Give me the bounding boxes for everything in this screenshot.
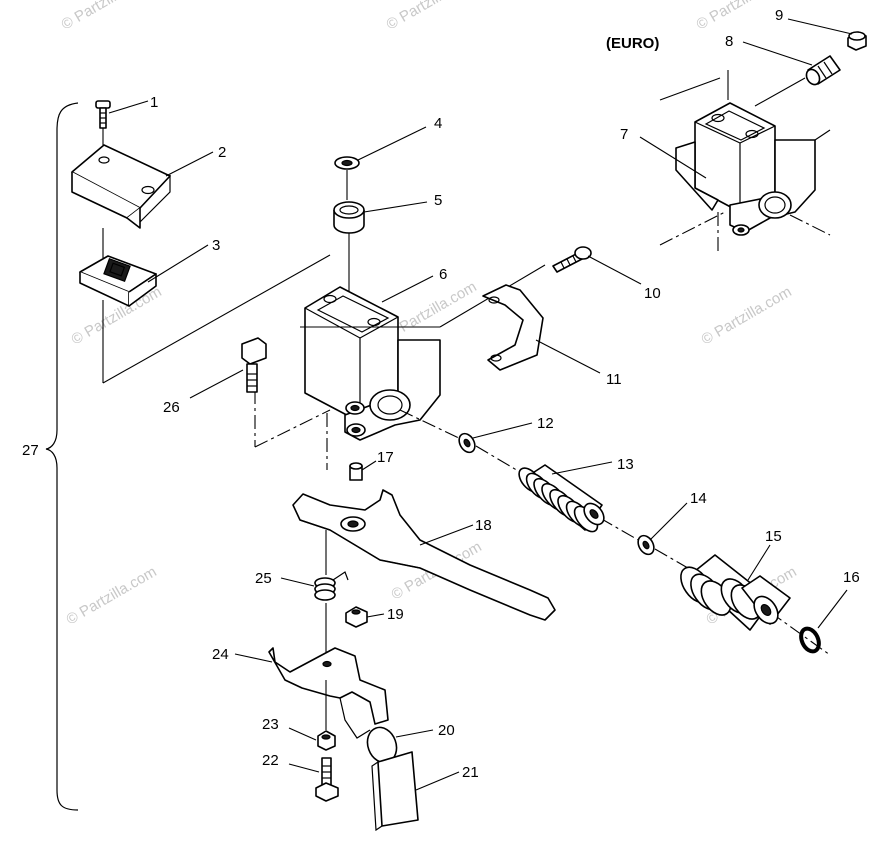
callout-26: 26 [163,399,180,416]
part-nut-19 [345,606,368,628]
part-bracket-24 [268,647,389,739]
callout-12: 12 [537,415,554,432]
callout-27: 27 [22,442,39,459]
part-snap-ring-16 [799,626,821,654]
part-washer-4 [334,156,360,170]
callout-23: 23 [262,716,279,733]
part-nut-23 [317,730,336,751]
part-spring-25 [314,571,349,601]
callout-24: 24 [212,646,229,663]
watermark-text: © Partzilla.com [59,0,155,33]
part-piston-15 [680,554,791,631]
part-switch-8 [805,55,841,86]
part-washer-14 [637,534,655,556]
callout-25: 25 [255,570,272,587]
callout-9: 9 [775,7,783,24]
part-bolt-22 [315,757,339,802]
callout-11: 11 [606,371,622,388]
part-boot-13 [518,464,605,533]
watermarks: © Partzilla.com © Partzilla.com © Partzi… [59,0,800,628]
callout-1: 1 [150,94,158,111]
callout-5: 5 [434,192,442,209]
callout-19: 19 [387,606,404,623]
callout-4: 4 [434,115,442,132]
part-pivot-bolt-26 [241,337,267,393]
part-bushing-5 [333,201,365,234]
callout-22: 22 [262,752,279,769]
leader-lines [108,18,853,791]
callout-21: 21 [462,764,479,781]
callout-14: 14 [690,490,707,507]
variant-label-euro: (EURO) [606,35,659,52]
callout-13: 13 [617,456,634,473]
assembly-brace [45,102,79,811]
part-cap-9 [847,31,867,51]
part-clamp-11 [482,284,544,371]
watermark-text: © Partzilla.com [384,0,480,33]
callout-3: 3 [212,237,220,254]
callout-10: 10 [644,285,661,302]
callout-17: 17 [377,449,394,466]
callout-labels: 1 2 3 4 5 6 7 8 9 10 11 12 13 14 15 16 1… [22,7,860,781]
part-washer-12 [458,432,476,454]
callout-20: 20 [438,722,455,739]
callout-2: 2 [218,144,226,161]
callout-7: 7 [620,126,628,143]
callout-8: 8 [725,33,733,50]
part-screw-10 [552,246,592,273]
part-diaphragm-3 [79,255,157,307]
watermark-text: © Partzilla.com [699,283,795,348]
part-reservoir-cover-2 [71,144,171,229]
part-master-cylinder-euro-7 [675,102,816,236]
callout-6: 6 [439,266,447,283]
callout-16: 16 [843,569,860,586]
callout-18: 18 [475,517,492,534]
part-master-cylinder-6 [304,286,441,441]
part-screw-1 [95,100,111,129]
part-lever-18 [292,489,556,621]
part-tag-21 [371,751,419,832]
part-bushing-17 [349,462,363,481]
callout-15: 15 [765,528,782,545]
watermark-text: © Partzilla.com [64,563,160,628]
